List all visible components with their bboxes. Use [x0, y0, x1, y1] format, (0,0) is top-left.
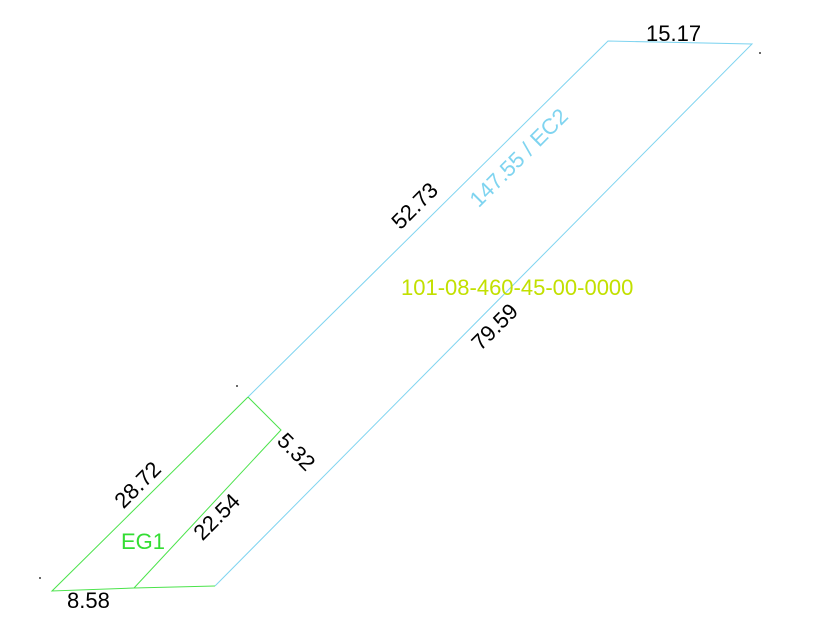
dimension-inner-diagonal: 22.54 — [188, 488, 245, 545]
corner-marker — [236, 385, 238, 387]
eg1-boundary-line — [50, 396, 249, 592]
dimension-lower-left: 28.72 — [109, 456, 166, 513]
dimension-right: 79.59 — [466, 298, 523, 355]
corner-marker — [39, 577, 41, 579]
parcel-boundary-line — [214, 40, 754, 587]
dimension-top: 15.17 — [646, 21, 701, 46]
corner-marker — [759, 52, 761, 54]
zone-label-ec2: 147.55 / EC2 — [464, 103, 572, 211]
parcel-id-label: 101-08-460-45-00-0000 — [401, 275, 633, 300]
zone-label-eg1: EG1 — [121, 529, 165, 554]
dimension-bottom: 8.58 — [67, 588, 110, 613]
dimension-upper-left: 52.73 — [386, 177, 443, 234]
dimension-inner-short: 5.32 — [272, 428, 320, 476]
eg1-inner-line — [133, 396, 282, 589]
